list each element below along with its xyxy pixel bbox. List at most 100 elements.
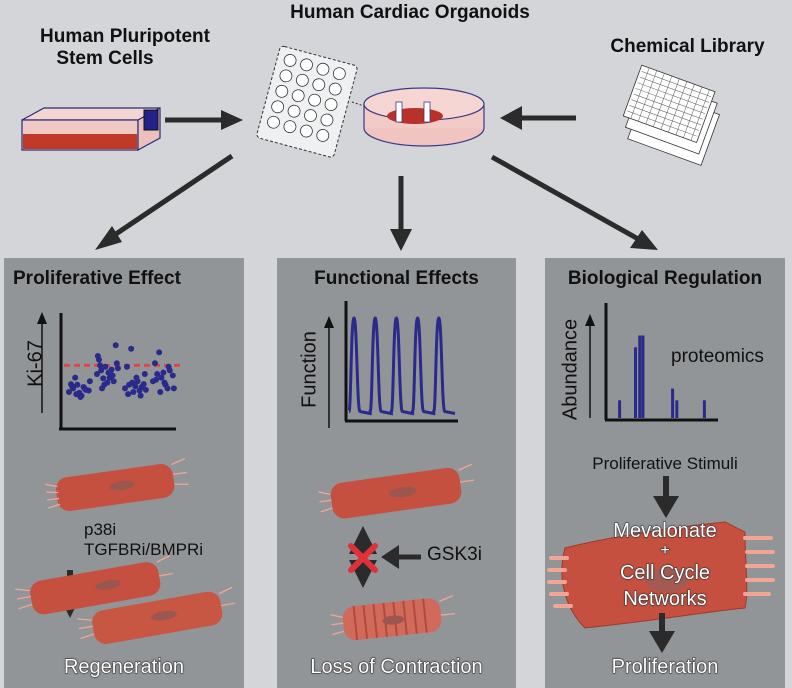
cardiomyocyte-icon xyxy=(317,463,475,519)
panel-biological-regulation: Biological Regulation Abundance proteomi… xyxy=(545,258,785,688)
large-cardiomyocyte-icon xyxy=(547,521,775,629)
proteomics-bar xyxy=(618,400,622,418)
panel-title: Biological Regulation xyxy=(567,268,763,289)
panel-functional-effects: Functional Effects Function GSK3i Loss o… xyxy=(277,258,516,688)
well-plate-icon xyxy=(256,45,358,158)
proteomics-bar xyxy=(675,400,679,418)
scatter-point xyxy=(86,378,93,385)
function-trace-plot xyxy=(324,301,458,428)
proteomics-bar xyxy=(702,400,706,418)
scatter-point xyxy=(141,371,148,377)
proteomics-annotation: proteomics xyxy=(671,346,764,367)
network-cell-cycle: Cell Cycle xyxy=(619,562,711,585)
treatment-gsk3i: GSK3i xyxy=(427,544,482,565)
axis-label-abundance: Abundance xyxy=(559,318,582,421)
blocked-contraction-icon xyxy=(348,526,378,588)
petri-dish-icon xyxy=(351,87,485,147)
inhibitor-arrow-icon xyxy=(381,545,421,569)
hpsc-label-line1: Human Pluripotent xyxy=(40,26,210,47)
proteomics-bar xyxy=(634,347,637,418)
scatter-point xyxy=(123,363,130,370)
scatter-point xyxy=(108,366,115,373)
network-mevalonate: Mevalonate xyxy=(613,520,717,543)
main-title: Human Cardiac Organoids xyxy=(290,2,530,23)
network-plus: + xyxy=(660,542,670,560)
scatter-point xyxy=(164,385,171,392)
proliferation-arrow-icon xyxy=(649,613,675,653)
proteomics-bar xyxy=(641,335,645,418)
scatter-point xyxy=(153,376,160,383)
cardiomyocyte-icon xyxy=(44,457,189,512)
hpsc-label-line2: Stem Cells xyxy=(56,48,154,69)
block-x-icon xyxy=(348,543,378,573)
scatter-point xyxy=(160,369,167,376)
proteomics-bar xyxy=(671,388,675,418)
contracted-cardiomyocyte-icon xyxy=(330,595,455,641)
stimuli-arrow-icon xyxy=(653,476,679,518)
scatter-point xyxy=(94,353,101,359)
scatter-point xyxy=(122,385,128,392)
scatter-point xyxy=(97,362,104,369)
scatter-point xyxy=(156,349,163,356)
scatter-point xyxy=(132,383,139,390)
axis-label-function: Function xyxy=(298,331,321,408)
scatter-point xyxy=(130,389,137,395)
scatter-point xyxy=(99,385,106,392)
treatment-tgfbri-bmpri: TGFBRi/BMPRi xyxy=(84,540,203,559)
panel-proliferative-effect: Proliferative Effect Ki-67 p38i TGFBRi/B… xyxy=(4,258,244,688)
scatter-point xyxy=(85,387,92,394)
panel-title: Proliferative Effect xyxy=(13,268,181,289)
scatter-point xyxy=(125,391,132,398)
culture-flask-icon xyxy=(21,106,161,152)
outcome-proliferation: Proliferation xyxy=(611,656,719,679)
scatter-point xyxy=(72,374,79,381)
scatter-point xyxy=(112,342,119,349)
scatter-point xyxy=(157,389,164,395)
proteomics-bar xyxy=(638,335,642,418)
outcome-regeneration: Regeneration xyxy=(63,656,185,679)
scatter-point xyxy=(165,363,172,370)
scatter-point xyxy=(137,392,144,399)
scatter-point xyxy=(142,386,149,393)
network-networks: Networks xyxy=(623,588,707,611)
scatter-point xyxy=(151,360,158,367)
proliferative-stimuli-label: Proliferative Stimuli xyxy=(592,454,738,473)
scatter-point xyxy=(94,371,100,377)
scatter-point xyxy=(133,374,140,381)
scatter-point xyxy=(140,381,147,388)
ki67-scatter-plot xyxy=(37,312,182,431)
scatter-point xyxy=(128,345,135,352)
arrow-library-to-dish xyxy=(500,106,576,130)
scatter-point xyxy=(74,381,81,388)
scatter-point xyxy=(104,379,111,386)
scatter-point xyxy=(170,385,177,392)
scatter-point xyxy=(109,372,116,379)
scatter-point xyxy=(158,374,165,381)
scatter-point xyxy=(98,367,105,374)
scatter-point xyxy=(67,381,74,388)
scatter-point xyxy=(102,363,109,370)
axis-label-ki67: Ki-67 xyxy=(24,340,47,387)
scatter-point xyxy=(169,372,176,379)
scatter-point xyxy=(66,389,72,395)
scatter-point xyxy=(136,387,143,394)
panel-title: Functional Effects xyxy=(314,268,479,289)
regenerated-cardiomyocytes-icon xyxy=(15,555,235,644)
scatter-point xyxy=(154,371,161,377)
scatter-point xyxy=(114,365,121,372)
scatter-point xyxy=(76,389,83,396)
hpsc-label: Human Pluripotent Stem Cells xyxy=(0,26,250,70)
function-trace-line xyxy=(347,316,456,416)
scatter-point xyxy=(110,378,117,385)
arrow-flask-to-plate xyxy=(165,110,243,130)
chemical-library-label: Chemical Library xyxy=(610,36,765,57)
scatter-point xyxy=(100,375,107,382)
treatment-p38i: p38i xyxy=(84,520,117,539)
compound-library-plates-icon xyxy=(622,64,720,166)
scatter-point xyxy=(80,383,87,390)
scatter-point xyxy=(161,379,168,386)
proteomics-bar-plot xyxy=(585,303,718,422)
